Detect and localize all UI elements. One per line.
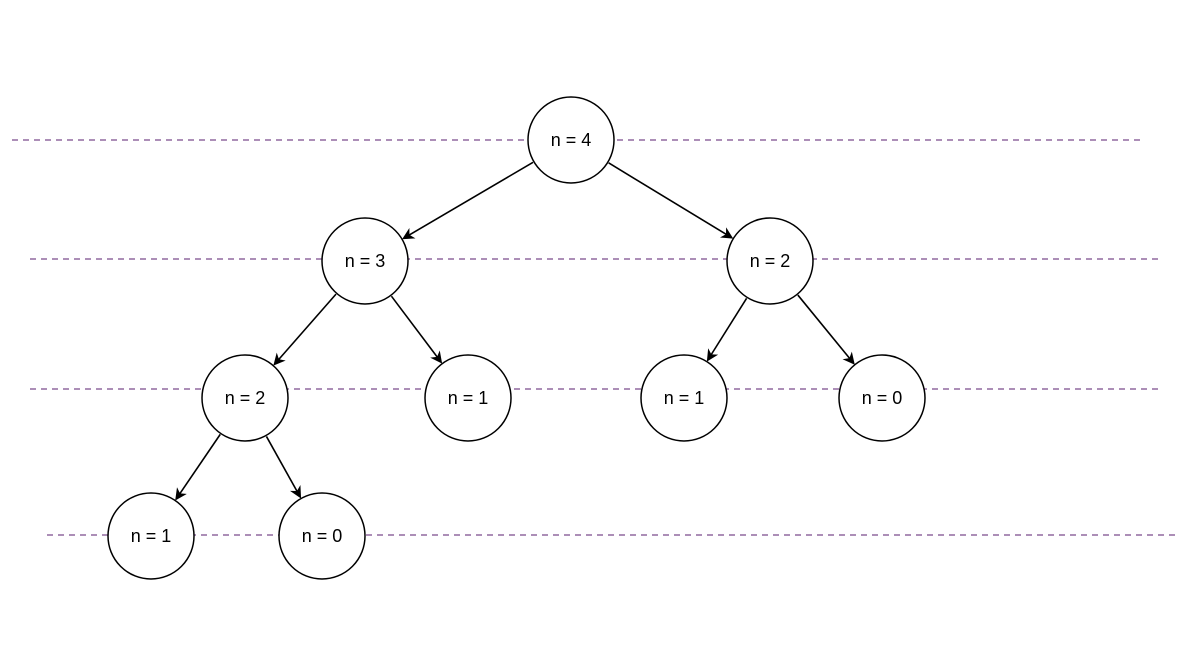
node-circle	[726, 217, 814, 305]
node-label: n = 4	[551, 130, 592, 150]
node-circle	[838, 354, 926, 442]
edge-l1-to-l1l	[273, 293, 337, 366]
edge-r1-to-r1l	[706, 297, 748, 362]
edge-r1-to-r1r	[797, 294, 855, 365]
node-circle	[527, 96, 615, 184]
node-label: n = 1	[448, 388, 489, 408]
node-circle	[278, 492, 366, 580]
node-label: n = 1	[131, 526, 172, 546]
tree-node-l1l: n = 2	[201, 354, 289, 442]
node-label: n = 1	[664, 388, 705, 408]
edge-l1l-to-l2r	[265, 436, 302, 499]
edge-root-to-r1	[608, 162, 734, 239]
level-lines	[12, 139, 1180, 536]
node-label: n = 2	[225, 388, 266, 408]
node-circle	[321, 217, 409, 305]
tree-node-r1: n = 2	[726, 217, 814, 305]
nodes: n = 4 n = 3 n = 2 n = 2 n = 1 n = 1 n = 0 n = 1…	[107, 96, 926, 580]
edge-l1-to-l1r	[390, 295, 443, 364]
node-circle	[201, 354, 289, 442]
edge-l1l-to-l2l	[175, 433, 221, 501]
node-label: n = 2	[750, 251, 791, 271]
edge-root-to-l1	[402, 161, 534, 240]
node-label: n = 3	[345, 251, 386, 271]
node-label: n = 0	[302, 526, 343, 546]
node-circle	[107, 492, 195, 580]
edges	[175, 161, 855, 501]
tree-node-l1: n = 3	[321, 217, 409, 305]
tree-node-l2l: n = 1	[107, 492, 195, 580]
node-circle	[640, 354, 728, 442]
tree-node-l2r: n = 0	[278, 492, 366, 580]
node-label: n = 0	[862, 388, 903, 408]
tree-node-r1l: n = 1	[640, 354, 728, 442]
tree-node-root: n = 4	[527, 96, 615, 184]
tree-node-r1r: n = 0	[838, 354, 926, 442]
tree-node-l1r: n = 1	[424, 354, 512, 442]
node-circle	[424, 354, 512, 442]
